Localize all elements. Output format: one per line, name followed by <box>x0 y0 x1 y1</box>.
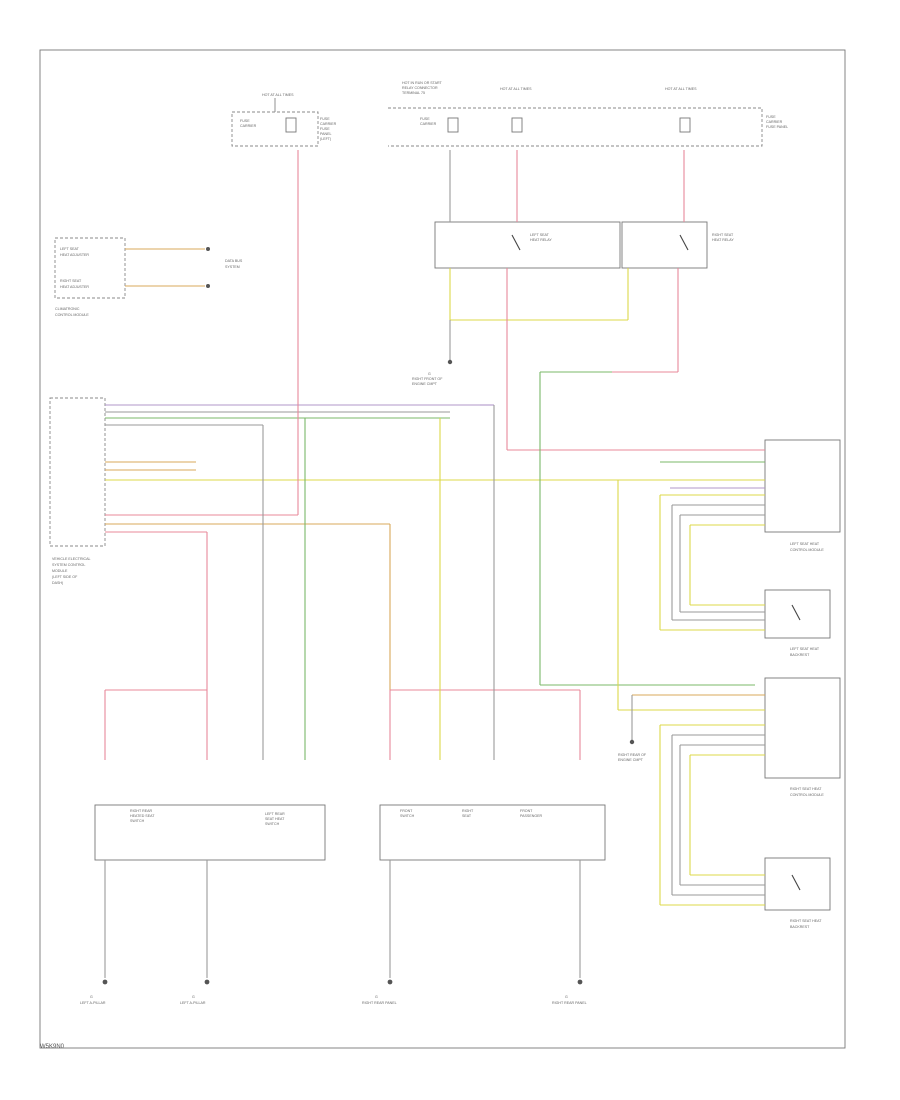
svg-text:FUSE: FUSE <box>240 119 250 123</box>
svg-text:HEAT ADJUSTER: HEAT ADJUSTER <box>60 285 89 289</box>
svg-text:CONTROL MODULE: CONTROL MODULE <box>790 548 824 552</box>
svg-text:RIGHT REAR OF: RIGHT REAR OF <box>618 753 647 757</box>
svg-text:VEHICLE ELECTRICAL: VEHICLE ELECTRICAL <box>52 557 91 561</box>
svg-text:FRONT: FRONT <box>520 809 533 813</box>
climatronic-module: LEFT SEAT HEAT ADJUSTER RIGHT SEAT HEAT … <box>54 237 243 317</box>
svg-text:(LEFT SIDE OF: (LEFT SIDE OF <box>52 575 78 579</box>
left-seat-heat-module: LEFT SEAT HEAT CONTROL MODULE LEFT SEAT … <box>764 439 841 657</box>
svg-text:FUSE: FUSE <box>320 117 330 121</box>
svg-text:HOT IN RUN OR START: HOT IN RUN OR START <box>402 81 443 85</box>
svg-text:HEATED SEAT: HEATED SEAT <box>130 814 155 818</box>
svg-text:SEAT HEAT: SEAT HEAT <box>265 817 285 821</box>
diagram-code: W5K9N0 <box>40 1044 65 1050</box>
svg-text:HOT AT ALL TIMES: HOT AT ALL TIMES <box>500 87 532 91</box>
svg-text:MODULE: MODULE <box>52 569 68 573</box>
svg-text:SWITCH: SWITCH <box>265 822 280 826</box>
switch-housing-left: RIGHT REAR HEATED SEAT SWITCH LEFT REAR … <box>94 804 326 861</box>
svg-text:CONTROL MODULE: CONTROL MODULE <box>55 313 89 317</box>
svg-text:LEFT SEAT: LEFT SEAT <box>530 233 550 237</box>
svg-text:SEAT: SEAT <box>462 814 472 818</box>
svg-text:LEFT REAR: LEFT REAR <box>265 812 285 816</box>
svg-text:CARRIER: CARRIER <box>420 122 437 126</box>
svg-text:RIGHT SEAT HEAT: RIGHT SEAT HEAT <box>790 919 822 923</box>
svg-text:DASH): DASH) <box>52 581 63 585</box>
svg-text:BACKREST: BACKREST <box>790 925 810 929</box>
fuse-box-left: HOT AT ALL TIMES FUSE CARRIER FUSE CARRI… <box>231 93 337 147</box>
svg-text:BACKREST: BACKREST <box>790 653 810 657</box>
svg-text:HOT AT ALL TIMES: HOT AT ALL TIMES <box>262 93 294 97</box>
svg-text:G: G <box>565 995 568 999</box>
svg-text:FRONT: FRONT <box>400 809 413 813</box>
svg-text:DATA BUS: DATA BUS <box>225 259 243 263</box>
svg-text:RIGHT: RIGHT <box>462 809 474 813</box>
svg-text:RIGHT REAR PANEL: RIGHT REAR PANEL <box>362 1001 397 1005</box>
svg-text:RIGHT REAR: RIGHT REAR <box>130 809 153 813</box>
svg-text:LEFT SEAT: LEFT SEAT <box>60 247 80 251</box>
svg-text:RIGHT FRONT OF: RIGHT FRONT OF <box>412 377 443 381</box>
fuse-box-right: HOT IN RUN OR START RELAY CONNECTOR TERM… <box>388 81 788 147</box>
svg-text:G: G <box>90 995 93 999</box>
svg-text:(LEFT): (LEFT) <box>320 137 331 141</box>
svg-text:ENGINE CMPT: ENGINE CMPT <box>618 758 644 762</box>
svg-text:G: G <box>375 995 378 999</box>
svg-text:LEFT A-PILLAR: LEFT A-PILLAR <box>80 1001 106 1005</box>
svg-text:CLIMATRONIC: CLIMATRONIC <box>55 307 80 311</box>
svg-text:SWITCH: SWITCH <box>400 814 415 818</box>
svg-text:SYSTEM: SYSTEM <box>225 265 240 269</box>
svg-text:CARRIER: CARRIER <box>320 122 337 126</box>
svg-text:LEFT A-PILLAR: LEFT A-PILLAR <box>180 1001 206 1005</box>
svg-text:SYSTEM CONTROL: SYSTEM CONTROL <box>52 563 85 567</box>
svg-text:RIGHT REAR PANEL: RIGHT REAR PANEL <box>552 1001 587 1005</box>
svg-text:HEAT RELAY: HEAT RELAY <box>712 238 734 242</box>
svg-text:FUSE: FUSE <box>766 115 776 119</box>
svg-text:HOT AT ALL TIMES: HOT AT ALL TIMES <box>665 87 697 91</box>
diagram-frame <box>39 49 846 1049</box>
svg-text:FUSE PANEL: FUSE PANEL <box>766 125 788 129</box>
svg-text:FUSE: FUSE <box>420 117 430 121</box>
svg-text:HEAT ADJUSTER: HEAT ADJUSTER <box>60 253 89 257</box>
svg-text:ENGINE CMPT: ENGINE CMPT <box>412 382 438 386</box>
relay-right-seat-heat: RIGHT SEAT HEAT RELAY <box>621 221 734 269</box>
svg-text:PANEL: PANEL <box>320 132 332 136</box>
right-seat-heat-module: RIGHT SEAT HEAT CONTROL MODULE RIGHT SEA… <box>764 677 841 929</box>
svg-text:SWITCH: SWITCH <box>130 819 145 823</box>
svg-text:RIGHT SEAT: RIGHT SEAT <box>60 279 82 283</box>
svg-text:FUSE: FUSE <box>320 127 330 131</box>
ground-points: G LEFT A-PILLAR G LEFT A-PILLAR G RIGHT … <box>80 979 587 1005</box>
svg-text:RIGHT SEAT: RIGHT SEAT <box>712 233 734 237</box>
relay-left-seat-heat: LEFT SEAT HEAT RELAY <box>434 221 621 269</box>
svg-text:TERMINAL 75: TERMINAL 75 <box>402 91 425 95</box>
svg-text:CARRIER: CARRIER <box>766 120 783 124</box>
svg-text:HEAT RELAY: HEAT RELAY <box>530 238 552 242</box>
svg-text:CARRIER: CARRIER <box>240 124 257 128</box>
svg-text:RIGHT SEAT HEAT: RIGHT SEAT HEAT <box>790 787 822 791</box>
svg-text:G: G <box>192 995 195 999</box>
svg-text:G: G <box>428 372 431 376</box>
svg-text:CONTROL MODULE: CONTROL MODULE <box>790 793 824 797</box>
svg-text:PASSENGER: PASSENGER <box>520 814 543 818</box>
svg-text:LEFT SEAT HEAT: LEFT SEAT HEAT <box>790 647 820 651</box>
electrical-control-module: VEHICLE ELECTRICAL SYSTEM CONTROL MODULE… <box>49 397 106 585</box>
svg-text:LEFT SEAT HEAT: LEFT SEAT HEAT <box>790 542 820 546</box>
switch-housing-right: FRONT SWITCH RIGHT SEAT FRONT PASSENGER <box>379 804 606 861</box>
svg-text:RELAY CONNECTOR: RELAY CONNECTOR <box>402 86 438 90</box>
